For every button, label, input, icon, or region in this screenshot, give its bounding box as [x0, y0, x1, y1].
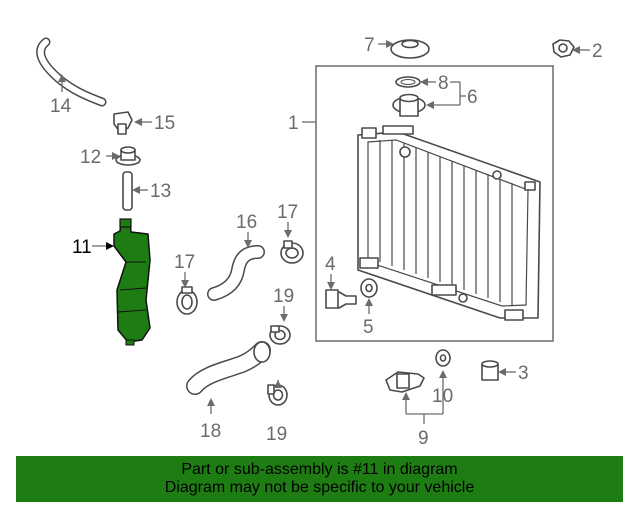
tank-tube-icon[interactable]: [122, 171, 133, 211]
tank-cap-12-icon[interactable]: [115, 146, 141, 166]
callout-8[interactable]: 8: [438, 73, 449, 94]
callout-19-lower[interactable]: 19: [266, 424, 287, 445]
upper-hose-icon[interactable]: [207, 245, 265, 301]
callout-5[interactable]: 5: [363, 317, 374, 338]
nut-icon[interactable]: [552, 39, 575, 58]
reserve-tank-icon[interactable]: [113, 218, 151, 346]
parts-diagram: 1 2 3 4 5 6 7 8 9 10 11 12 13 14 15 16 1…: [36, 35, 603, 449]
callout-7[interactable]: 7: [364, 35, 375, 56]
lower-hose-clamp-icon[interactable]: [269, 325, 291, 345]
callout-16[interactable]: 16: [236, 212, 257, 233]
callout-15[interactable]: 15: [154, 113, 175, 134]
o-ring-icon[interactable]: [395, 76, 421, 88]
banner-line-2: Diagram may not be specific to your vehi…: [164, 479, 475, 496]
radiator-icon[interactable]: [357, 125, 541, 321]
callout-9[interactable]: 9: [418, 428, 429, 449]
lower-hose-clamp-icon[interactable]: [267, 384, 288, 406]
callout-2[interactable]: 2: [592, 41, 603, 62]
callout-14[interactable]: 14: [50, 96, 72, 117]
callout-18[interactable]: 18: [200, 421, 221, 442]
callout-10[interactable]: 10: [432, 386, 453, 407]
callout-12[interactable]: 12: [80, 147, 101, 168]
sensor-icon[interactable]: [325, 289, 357, 309]
radiator-cap-icon[interactable]: [392, 93, 426, 117]
lower-hose-icon[interactable]: [186, 341, 271, 395]
radiator-assembly-frame: [315, 65, 554, 342]
callout-17-right[interactable]: 17: [277, 202, 298, 223]
callout-13[interactable]: 13: [150, 181, 171, 202]
callout-4[interactable]: 4: [325, 254, 336, 275]
callout-3[interactable]: 3: [518, 363, 529, 384]
grommet-icon[interactable]: [481, 360, 499, 381]
tank-cap-icon[interactable]: [390, 39, 430, 59]
callout-17-left[interactable]: 17: [174, 252, 195, 273]
callout-6[interactable]: 6: [467, 87, 478, 108]
leader-lines: [58, 40, 590, 424]
callout-11[interactable]: 11: [72, 237, 92, 258]
callout-19-upper[interactable]: 19: [273, 286, 294, 307]
washer-icon[interactable]: [360, 278, 378, 298]
hose-clamp-icon[interactable]: [280, 240, 304, 264]
fan-switch-icon[interactable]: [385, 371, 425, 393]
overflow-hose-icon[interactable]: [36, 37, 107, 107]
hose-clip-icon[interactable]: [113, 111, 133, 135]
switch-washer-icon[interactable]: [435, 349, 451, 367]
banner-line-1: Part or sub-assembly is #11 in diagram: [181, 461, 458, 478]
hose-clamp-icon[interactable]: [176, 286, 198, 315]
callout-1[interactable]: 1: [288, 113, 299, 134]
info-banner: Part or sub-assembly is #11 in diagram D…: [16, 456, 623, 502]
